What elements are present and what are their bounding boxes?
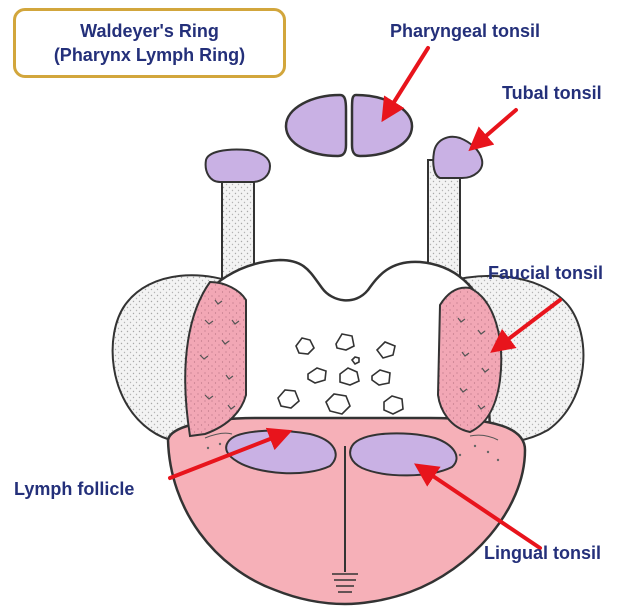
faucial-tonsil-label: Faucial tonsil <box>488 262 603 284</box>
pharyngeal-tonsil-label: Pharyngeal tonsil <box>390 20 540 42</box>
right-lingual-tonsil <box>350 433 456 475</box>
tubal-tonsil-label: Tubal tonsil <box>502 82 602 104</box>
arrow-pharyngeal <box>384 48 428 118</box>
lingual-tonsil-label: Lingual tonsil <box>484 542 601 564</box>
tongue <box>168 418 525 604</box>
left-tubal-tonsil <box>206 149 270 182</box>
lymph-follicle-label: Lymph follicle <box>14 478 134 500</box>
arrow-tubal <box>472 110 516 148</box>
